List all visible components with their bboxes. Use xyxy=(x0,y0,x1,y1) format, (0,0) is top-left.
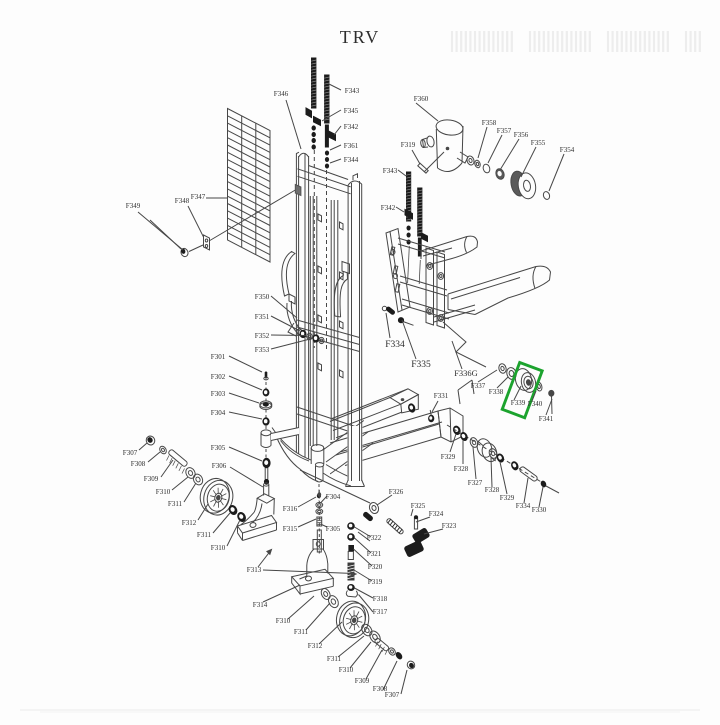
svg-text:F316: F316 xyxy=(283,505,298,513)
svg-text:F343: F343 xyxy=(383,167,398,175)
svg-text:F328: F328 xyxy=(485,486,500,494)
svg-text:F315: F315 xyxy=(283,525,298,533)
svg-text:F326: F326 xyxy=(389,488,404,496)
svg-text:F307: F307 xyxy=(385,691,400,699)
svg-text:F353: F353 xyxy=(255,346,270,354)
svg-text:F304: F304 xyxy=(211,409,226,417)
svg-text:F313: F313 xyxy=(247,566,262,574)
svg-text:F349: F349 xyxy=(126,202,141,210)
svg-text:F323: F323 xyxy=(442,522,457,530)
svg-text:F325: F325 xyxy=(411,502,426,510)
svg-text:F328: F328 xyxy=(454,465,469,473)
svg-text:F310: F310 xyxy=(276,617,291,625)
svg-text:F341: F341 xyxy=(539,415,554,423)
svg-text:F320: F320 xyxy=(368,563,383,571)
svg-text:F342: F342 xyxy=(381,204,396,212)
svg-text:F312: F312 xyxy=(182,519,197,527)
svg-text:F340: F340 xyxy=(528,400,543,408)
svg-text:F319: F319 xyxy=(368,578,383,586)
svg-text:F312: F312 xyxy=(308,642,323,650)
svg-text:F311: F311 xyxy=(168,500,183,508)
svg-text:F352: F352 xyxy=(255,332,270,340)
svg-text:F302: F302 xyxy=(211,373,226,381)
svg-text:F309: F309 xyxy=(355,677,370,685)
svg-text:F305: F305 xyxy=(211,444,226,452)
svg-text:F345: F345 xyxy=(344,107,359,115)
svg-text:F336G: F336G xyxy=(454,368,478,378)
svg-text:F344: F344 xyxy=(344,156,359,164)
svg-text:F305: F305 xyxy=(326,525,341,533)
svg-text:F324: F324 xyxy=(429,510,444,518)
svg-text:F310: F310 xyxy=(156,488,171,496)
svg-text:F301: F301 xyxy=(211,353,226,361)
svg-text:F311: F311 xyxy=(294,628,309,636)
svg-text:F306: F306 xyxy=(212,462,227,470)
svg-text:F331: F331 xyxy=(434,392,449,400)
svg-text:F338: F338 xyxy=(489,388,504,396)
svg-text:F321: F321 xyxy=(367,550,382,558)
svg-text:F357: F357 xyxy=(497,127,512,135)
svg-text:F354: F354 xyxy=(560,146,575,154)
svg-text:F360: F360 xyxy=(414,95,429,103)
svg-text:F309: F309 xyxy=(144,475,159,483)
svg-text:F329: F329 xyxy=(441,453,456,461)
svg-text:F339: F339 xyxy=(511,399,526,407)
svg-text:F329: F329 xyxy=(500,494,515,502)
svg-text:F319: F319 xyxy=(401,141,416,149)
svg-text:F311: F311 xyxy=(197,531,212,539)
svg-text:F310: F310 xyxy=(339,666,354,674)
svg-text:F348: F348 xyxy=(175,197,190,205)
svg-text:F361: F361 xyxy=(344,142,359,150)
svg-text:F327: F327 xyxy=(468,479,483,487)
svg-text:TRV: TRV xyxy=(340,27,381,47)
svg-text:F322: F322 xyxy=(367,534,382,542)
svg-text:F355: F355 xyxy=(531,139,546,147)
svg-text:F308: F308 xyxy=(131,460,146,468)
svg-text:F346: F346 xyxy=(274,90,289,98)
svg-text:F314: F314 xyxy=(253,601,268,609)
svg-text:F311: F311 xyxy=(327,655,342,663)
svg-text:F343: F343 xyxy=(345,87,360,95)
svg-text:F303: F303 xyxy=(211,390,226,398)
svg-text:F307: F307 xyxy=(123,449,138,457)
svg-text:F318: F318 xyxy=(373,595,388,603)
svg-text:F304: F304 xyxy=(326,493,341,501)
svg-text:F350: F350 xyxy=(255,293,270,301)
svg-text:F342: F342 xyxy=(344,123,359,131)
svg-text:F310: F310 xyxy=(211,544,226,552)
svg-text:F335: F335 xyxy=(411,360,431,370)
svg-text:F337: F337 xyxy=(471,382,486,390)
svg-text:F347: F347 xyxy=(191,193,206,201)
svg-text:F330: F330 xyxy=(532,506,547,514)
svg-text:F356: F356 xyxy=(514,131,529,139)
svg-text:F351: F351 xyxy=(255,313,270,321)
svg-text:F334: F334 xyxy=(385,340,405,350)
svg-text:F317: F317 xyxy=(373,608,388,616)
svg-text:F358: F358 xyxy=(482,119,497,127)
svg-text:F334: F334 xyxy=(516,502,531,510)
